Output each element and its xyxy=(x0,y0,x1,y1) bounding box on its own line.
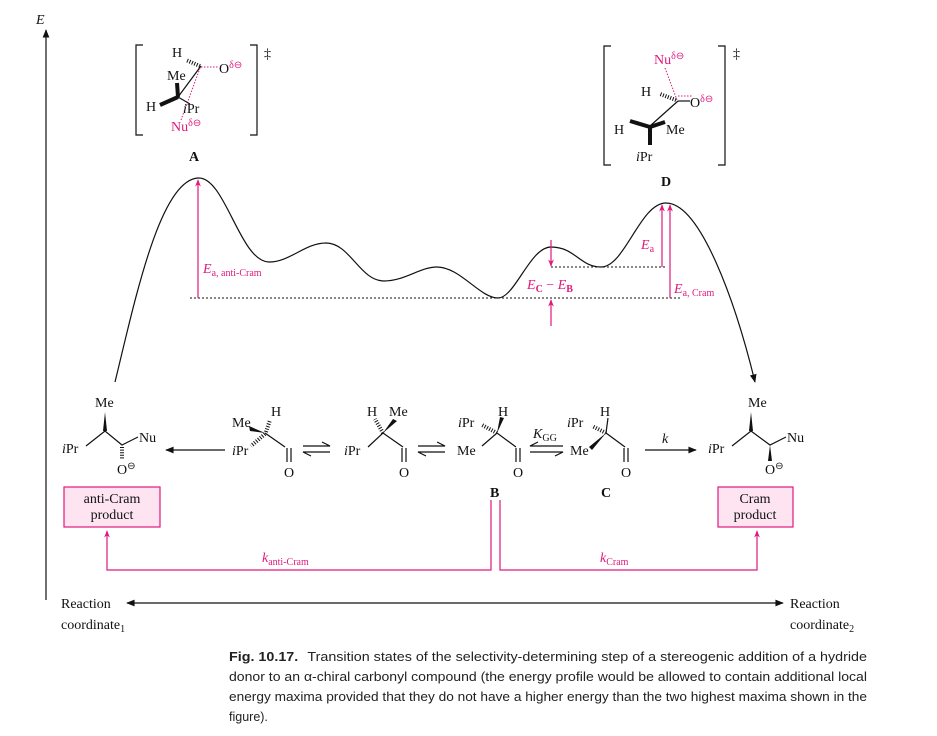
k-cram-label: kCram xyxy=(600,551,629,568)
atom-O: Oδ⊖ xyxy=(690,94,713,111)
atom-Nu: Nu xyxy=(139,431,156,446)
group-iPr: iPr xyxy=(232,444,249,459)
atom-H: H xyxy=(172,46,182,61)
transition-state-A: ‡ H Me Oδ⊖ H iPr Nuδ⊖ A xyxy=(135,44,271,165)
conformer-B-label: B xyxy=(490,486,499,501)
atom-Me: Me xyxy=(748,396,767,411)
cram-product-structure: Me iPr Nu O⊖ xyxy=(708,396,804,478)
conformer-2: H Me iPr O xyxy=(344,405,409,481)
anti-cram-label-2: product xyxy=(91,508,134,523)
equilibrium-arrows-KGG: KGG xyxy=(529,427,564,457)
cram-product-box: Cram product xyxy=(717,486,794,528)
k-anti-cram-label: kanti-Cram xyxy=(262,551,309,568)
atom-H: H xyxy=(614,123,624,138)
atom-O: O⊖ xyxy=(765,461,784,478)
ts-D-label: D xyxy=(661,175,671,190)
group-iPr: iPr xyxy=(458,416,475,431)
cram-label: Cram xyxy=(739,492,770,507)
ts-A-label: A xyxy=(189,150,200,165)
atom-Me: Me xyxy=(457,444,476,459)
K-GG-label: KGG xyxy=(532,427,557,444)
atom-H: H xyxy=(641,85,651,100)
atom-H: H xyxy=(367,405,377,420)
figure-caption: Fig. 10.17.Transition states of the sele… xyxy=(229,650,867,724)
reaction-coordinate-2-label-line2: coordinate2 xyxy=(790,618,854,635)
caption-line-3: energy maxima provided that they do not … xyxy=(229,690,867,704)
equilibrium-arrows-2 xyxy=(417,441,446,457)
atom-O: O xyxy=(513,466,523,481)
energy-curve xyxy=(114,177,757,383)
anti-cram-product-structure: Me iPr Nu O⊖ xyxy=(62,396,156,478)
transition-state-D: ‡ Nuδ⊖ H Oδ⊖ H Me iPr D xyxy=(603,45,740,190)
cram-label-2: product xyxy=(734,508,777,523)
ts-A-dagger: ‡ xyxy=(264,47,271,62)
nucleophile: Nuδ⊖ xyxy=(654,51,684,68)
caption-line-4: figure). xyxy=(229,710,268,724)
caption-line-1: Fig. 10.17.Transition states of the sele… xyxy=(229,650,867,664)
group-iPr: iPr xyxy=(636,150,653,165)
atom-O: O⊖ xyxy=(117,461,136,478)
caption-line-2: donor to an α-chiral carbonyl compound (… xyxy=(229,670,867,684)
group-iPr: iPr xyxy=(62,442,79,457)
anti-cram-product-box: anti-Cram product xyxy=(63,486,161,528)
ts-D-dagger: ‡ xyxy=(733,47,740,62)
k-anti-cram-path xyxy=(104,500,492,571)
energy-axis: E xyxy=(35,13,50,600)
atom-Me: Me xyxy=(95,396,114,411)
atom-Me: Me xyxy=(232,416,251,431)
conformer-C-label: C xyxy=(601,486,611,501)
k-label: k xyxy=(662,432,669,447)
atom-H: H xyxy=(498,405,508,420)
energy-axis-label: E xyxy=(35,13,45,28)
group-iPr: iPr xyxy=(708,442,725,457)
group-iPr: iPr xyxy=(183,102,200,117)
atom-H: H xyxy=(271,405,281,420)
k-cram-path xyxy=(499,500,760,571)
conformer-C: iPr H Me O C xyxy=(567,405,631,501)
atom-Me: Me xyxy=(389,405,408,420)
ea-anti-cram-label: Ea, anti-Cram xyxy=(202,262,262,279)
atom-O: O xyxy=(284,466,294,481)
reaction-coordinate-1-label-line2: coordinate1 xyxy=(61,618,125,635)
atom-Me: Me xyxy=(570,444,589,459)
reaction-coordinate-axis: Reaction coordinate1 Reaction coordinate… xyxy=(61,597,854,635)
atom-Me: Me xyxy=(167,69,186,84)
ec-minus-eb-label: EC − EB xyxy=(526,278,573,295)
nucleophile: Nuδ⊖ xyxy=(171,118,201,135)
equilibrium-arrows-1 xyxy=(302,441,331,457)
atom-Me: Me xyxy=(666,123,685,138)
reaction-coordinate-2-label: Reaction xyxy=(790,597,840,612)
group-iPr: iPr xyxy=(344,444,361,459)
reaction-coordinate-1-label: Reaction xyxy=(61,597,111,612)
atom-Nu: Nu xyxy=(787,431,804,446)
anti-cram-label: anti-Cram xyxy=(84,492,141,507)
conformer-B: iPr H Me O B xyxy=(457,405,523,501)
group-iPr: iPr xyxy=(567,416,584,431)
atom-O: O xyxy=(621,466,631,481)
atom-H: H xyxy=(600,405,610,420)
conformer-1: Me H iPr O xyxy=(232,405,294,481)
ea-cram-label: Ea, Cram xyxy=(673,282,714,299)
atom-O: Oδ⊖ xyxy=(219,60,242,77)
atom-H: H xyxy=(146,100,156,115)
ea-label: Ea xyxy=(640,238,655,255)
atom-O: O xyxy=(399,466,409,481)
